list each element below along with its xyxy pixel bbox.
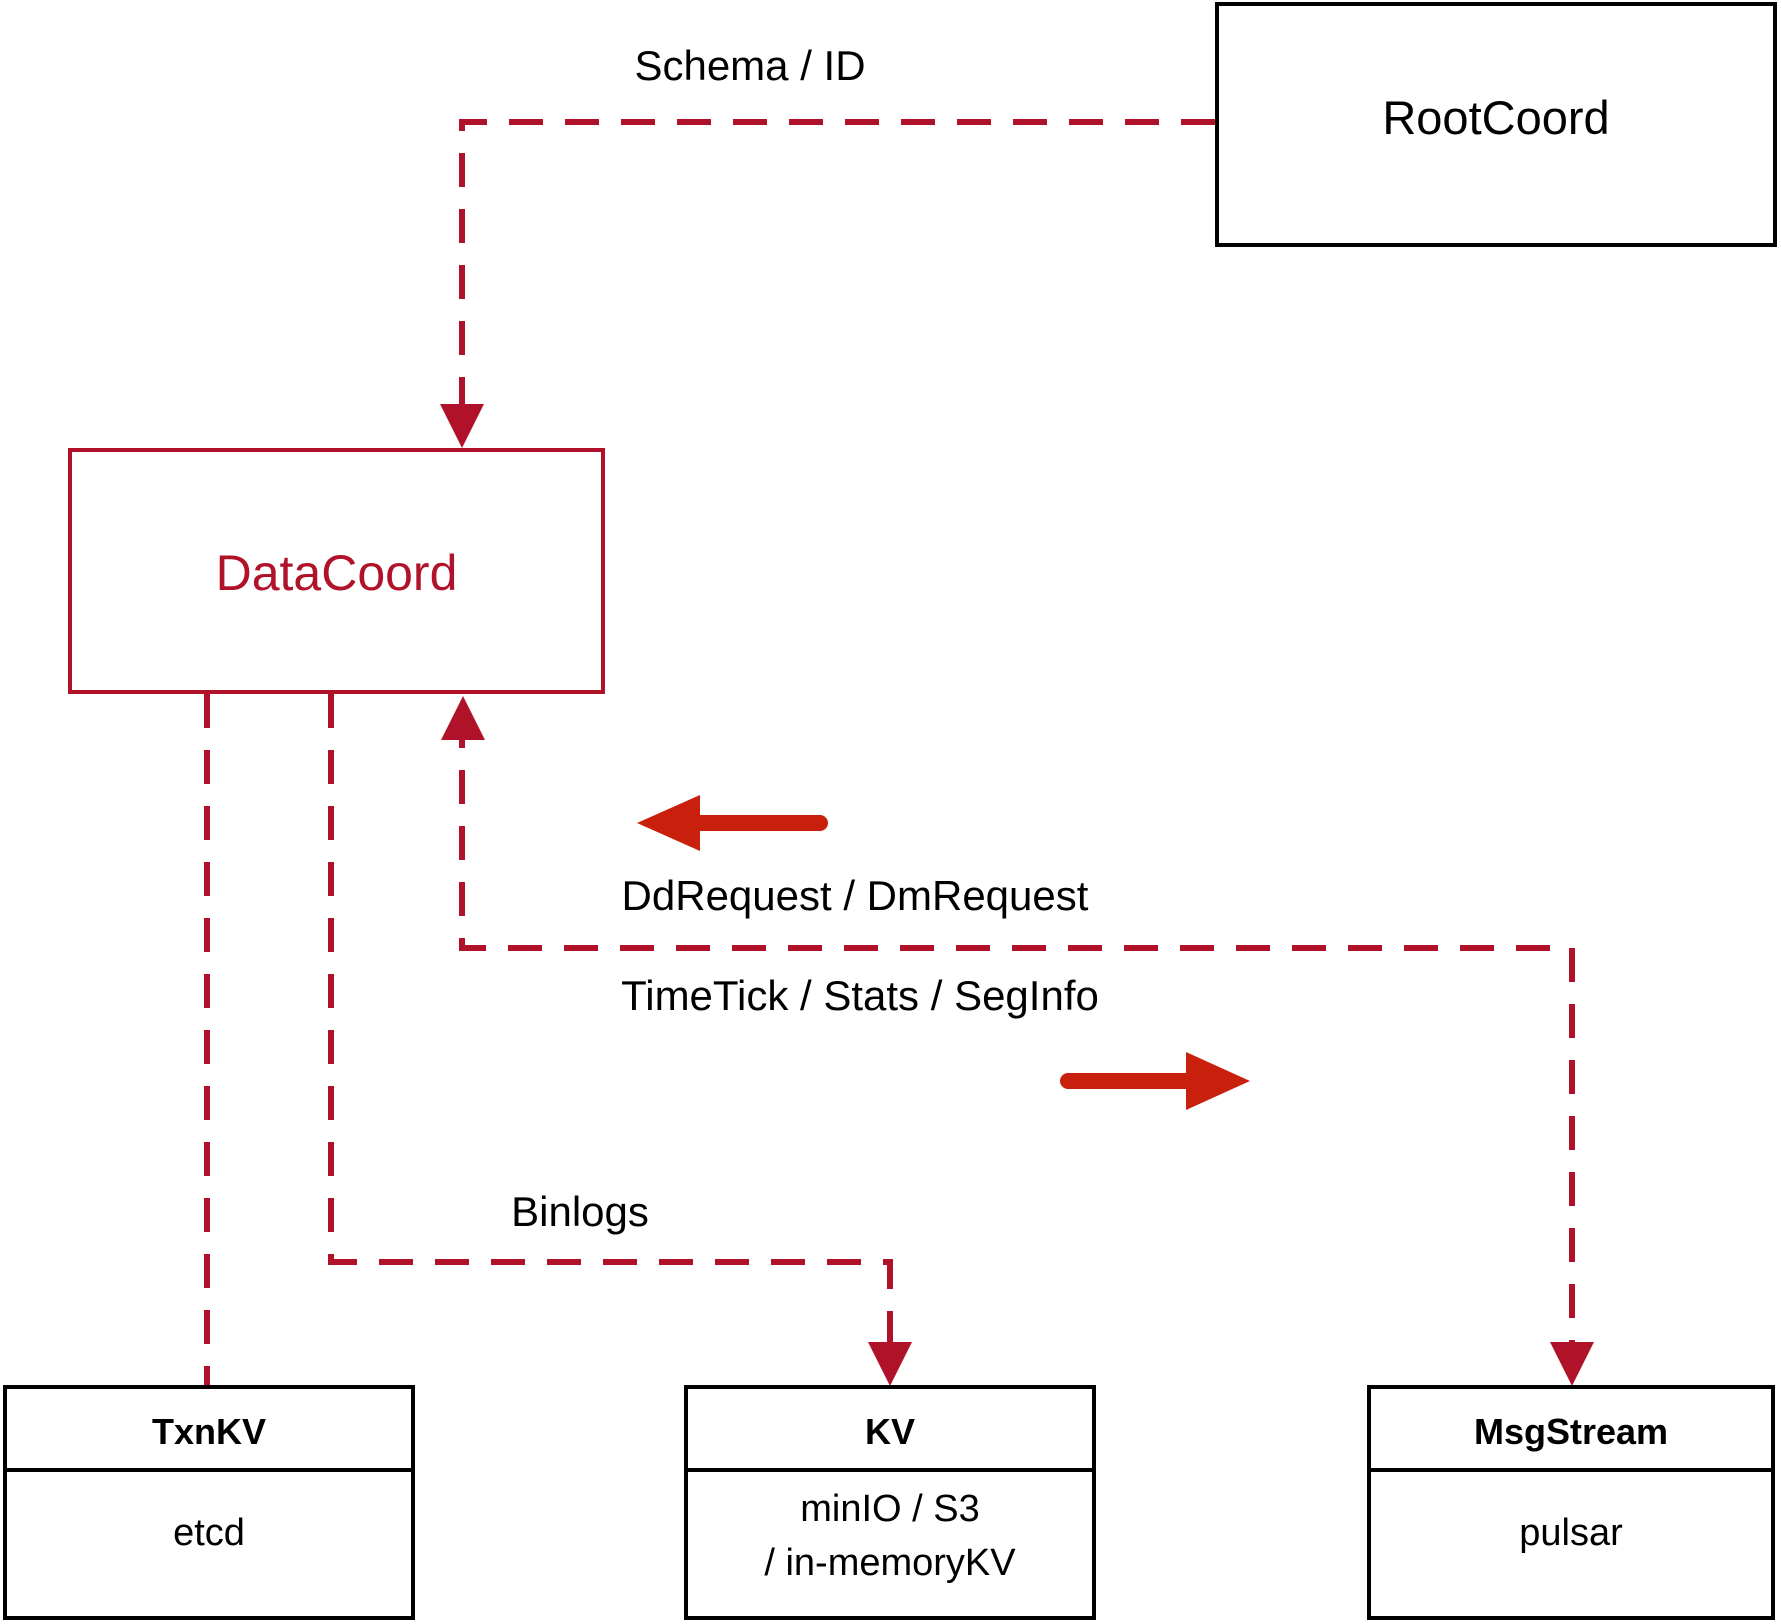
edge-binlogs (328, 694, 912, 1386)
node-kv-divider (688, 1468, 1092, 1472)
edge-label-schema-id: Schema / ID (634, 42, 866, 89)
edge-label-dd-dm-request: DdRequest / DmRequest (621, 872, 1089, 919)
node-kv-body-line1: minIO / S3 (800, 1488, 980, 1530)
node-kv-header: KV (864, 1411, 915, 1452)
node-txnkv-header: TxnKV (151, 1411, 266, 1452)
node-txnkv[interactable]: TxnKV etcd (3, 1385, 415, 1620)
edge-schema-id (440, 119, 1215, 448)
node-txnkv-body: etcd (173, 1512, 245, 1554)
node-msgstream-divider (1371, 1468, 1771, 1472)
node-rootcoord[interactable]: RootCoord (1215, 2, 1777, 247)
node-txnkv-divider (7, 1468, 411, 1472)
edge-label-timetick-stats-seginfo: TimeTick / Stats / SegInfo (621, 972, 1099, 1019)
node-msgstream-header: MsgStream (1473, 1411, 1669, 1452)
node-rootcoord-label: RootCoord (1382, 91, 1610, 144)
direction-arrow-left (637, 795, 828, 851)
node-msgstream-body: pulsar (1519, 1512, 1623, 1554)
node-msgstream[interactable]: MsgStream pulsar (1367, 1385, 1775, 1620)
node-kv-body-line2: / in-memoryKV (764, 1542, 1016, 1584)
edge-label-binlogs: Binlogs (511, 1188, 649, 1235)
node-kv[interactable]: KV minIO / S3 / in-memoryKV (684, 1385, 1096, 1620)
edge-msgstream-datacoord (441, 696, 1594, 1386)
node-datacoord-label: DataCoord (215, 545, 458, 601)
node-datacoord[interactable]: DataCoord (68, 448, 605, 694)
direction-arrow-right (1060, 1052, 1250, 1110)
